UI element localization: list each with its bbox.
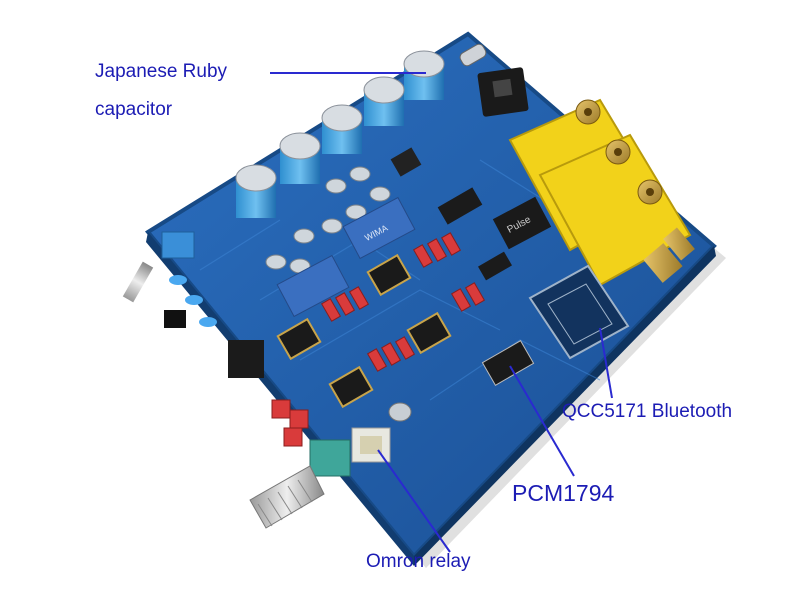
audio-jack	[228, 340, 264, 378]
potentiometer-knob	[249, 439, 351, 529]
opamp-chips	[276, 253, 452, 409]
electrolytic-capacitor	[363, 76, 405, 126]
led	[185, 295, 203, 305]
leader-line-bluetooth	[599, 327, 613, 399]
opamp-chip	[406, 311, 452, 355]
sma-antenna-connector	[643, 227, 695, 283]
label-bluetooth: QCC5171 Bluetooth	[562, 401, 733, 422]
label-capacitor-line2: capacitor	[95, 99, 173, 120]
ic-chip	[437, 187, 483, 225]
electrolytic-capacitor	[321, 104, 363, 154]
leader-line-dac	[509, 365, 575, 477]
inductor	[390, 147, 422, 177]
optical-port	[477, 67, 529, 117]
led	[169, 275, 187, 285]
electrolytic-capacitor	[279, 132, 321, 184]
label-dac: PCM1794	[512, 480, 615, 506]
film-capacitor: WIMA	[342, 196, 416, 260]
electrolytic-capacitor	[388, 402, 412, 422]
rca-jack-group	[508, 98, 692, 287]
label-capacitor-line1: Japanese Ruby	[95, 61, 228, 82]
audio-jack	[164, 310, 186, 328]
opamp-chip	[366, 253, 412, 297]
electrolytic-capacitor	[403, 50, 445, 100]
opamp-chip	[328, 365, 374, 409]
bluetooth-module	[528, 264, 630, 360]
omron-relay	[351, 427, 391, 463]
pulse-chip: Pulse	[492, 196, 552, 250]
toggle-switch	[122, 231, 195, 303]
led	[199, 317, 217, 327]
film-capacitor	[276, 254, 350, 318]
red-components	[271, 232, 486, 447]
usb-c-port	[459, 43, 487, 67]
electrolytic-capacitor	[235, 164, 277, 218]
leader-line-relay	[377, 449, 451, 553]
leader-lines	[270, 72, 613, 553]
label-relay: Omron relay	[366, 551, 471, 572]
ic-chip	[478, 251, 512, 281]
opamp-chip	[276, 317, 322, 361]
capacitor-row	[235, 50, 445, 218]
